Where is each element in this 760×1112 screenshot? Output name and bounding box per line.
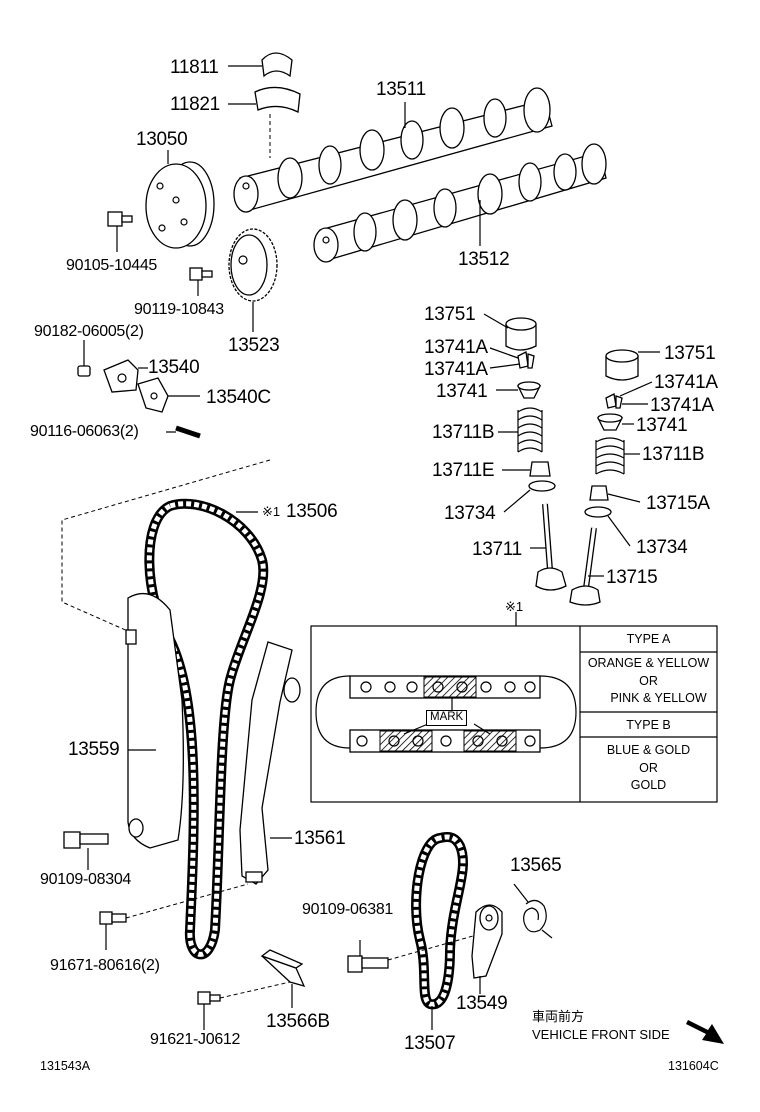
label-90116-06063: 90116-06063(2) [30, 423, 139, 440]
camshaft-no2-drawing [313, 143, 607, 263]
inset-type-a-colors-2: PINK & YELLOW [610, 691, 707, 705]
valve-retainer-left-drawing [516, 381, 542, 399]
label-90119-10843: 90119-10843 [134, 301, 224, 318]
camshaft-timing-gear-drawing [145, 161, 215, 249]
chain-slipper-13566b-drawing [260, 949, 306, 988]
label-13715: 13715 [606, 567, 658, 588]
label-90105-10445: 90105-10445 [66, 257, 158, 274]
label-13711: 13711 [472, 539, 522, 560]
label-13549: 13549 [456, 993, 508, 1014]
label-13741a-left-2: 13741A [424, 359, 488, 380]
inset-type-a: TYPE A [626, 632, 671, 646]
label-13741a-right-1: 13741A [654, 372, 718, 393]
valve-keeper-left-drawing [517, 351, 535, 369]
inset-mark-label: MARK [426, 710, 468, 726]
label-13506-ref-mark: ※1 [262, 504, 281, 519]
label-13512: 13512 [458, 249, 510, 270]
valve-keeper-right-drawing [605, 393, 623, 409]
valve-retainer-right-drawing [596, 413, 624, 431]
label-13050: 13050 [136, 129, 188, 150]
bolt-90109-06381-drawing [347, 955, 389, 973]
label-13711b-right: 13711B [642, 444, 705, 465]
inset-type-b: TYPE B [626, 718, 671, 732]
label-90182-06005: 90182-06005(2) [34, 323, 144, 340]
bolt-90109-08304-drawing [63, 831, 109, 849]
oil-pump-chain-drawing [411, 832, 468, 1010]
camshaft-sprocket-drawing [228, 228, 278, 302]
valve-seal-right-drawing [589, 485, 609, 501]
label-11811: 11811 [170, 57, 219, 78]
label-13741a-left-1: 13741A [424, 337, 488, 358]
valve-spring-left-drawing [517, 407, 543, 453]
diagram-ref-right: 131604C [668, 1059, 719, 1073]
label-13523: 13523 [228, 335, 280, 356]
vehicle-front-arrow-icon [686, 1020, 724, 1044]
label-13561: 13561 [294, 828, 346, 849]
label-13507: 13507 [404, 1033, 456, 1054]
camshaft-bearing-upper-drawing [261, 52, 293, 78]
label-13734-right: 13734 [636, 537, 688, 558]
chain-tensioner-drawing [103, 359, 139, 393]
valve-lifter-left-drawing [505, 317, 537, 351]
inset-type-b-colors-2: GOLD [630, 778, 667, 792]
tension-spring-drawing [513, 883, 553, 939]
camshaft-bearing-lower-drawing [254, 86, 301, 113]
chain-vibration-damper-drawing [239, 641, 301, 885]
bolt-91671-80616-drawing [99, 911, 127, 925]
label-91671-80616: 91671-80616(2) [50, 957, 160, 974]
valve-seat-left-drawing [528, 480, 556, 492]
bolt-90119-10843-drawing [189, 267, 213, 281]
label-13734-left: 13734 [444, 503, 496, 524]
exhaust-valve-drawing [569, 527, 601, 606]
chain-mark-inset [310, 612, 718, 803]
valve-seat-right-drawing [584, 506, 612, 518]
inset-type-b-or: OR [639, 761, 658, 775]
vehicle-front-side-jp: 車両前方 [532, 1009, 585, 1024]
label-13566b: 13566B [266, 1011, 330, 1032]
label-13506: 13506 [286, 501, 338, 522]
valve-stem-seal-drawing [529, 461, 551, 477]
label-90109-08304: 90109-08304 [40, 871, 132, 888]
bolt-91621-j0612-drawing [197, 991, 221, 1005]
label-13711e: 13711E [432, 460, 495, 481]
stud-90116-06063-drawing [175, 425, 201, 439]
label-91621-j0612: 91621-J0612 [150, 1031, 241, 1048]
label-13741-left: 13741 [436, 381, 488, 402]
label-13751-left: 13751 [424, 304, 476, 325]
valve-lifter-right-drawing [605, 349, 639, 381]
label-13559: 13559 [68, 739, 120, 760]
chain-slipper-guide-drawing [125, 592, 184, 849]
chain-tensioner-arm-drawing [471, 904, 503, 979]
inset-ref-mark: ※1 [505, 599, 524, 614]
label-13511: 13511 [376, 79, 426, 100]
label-90109-06381: 90109-06381 [302, 901, 394, 918]
vehicle-front-side-label: VEHICLE FRONT SIDE [532, 1027, 670, 1042]
label-11821: 11821 [170, 94, 220, 115]
valve-spring-right-drawing [595, 437, 625, 475]
label-13540c: 13540C [206, 387, 271, 408]
label-13715a: 13715A [646, 493, 710, 514]
bolt-90105-10445-drawing [107, 211, 133, 227]
intake-valve-drawing [535, 503, 567, 591]
inset-type-a-or: OR [639, 674, 658, 688]
tensioner-gasket-drawing [137, 377, 169, 413]
label-13711b-left: 13711B [432, 422, 495, 443]
label-13741-right: 13741 [636, 415, 688, 436]
tensioner-nut-drawing [77, 365, 91, 377]
label-13565: 13565 [510, 855, 562, 876]
inset-type-a-colors-1: ORANGE & YELLOW [587, 656, 710, 670]
diagram-ref-left: 131543A [40, 1059, 91, 1073]
label-13751-right: 13751 [664, 343, 716, 364]
label-13540: 13540 [148, 357, 200, 378]
camshaft-no1-drawing [233, 87, 553, 213]
label-13741a-right-2: 13741A [650, 395, 714, 416]
inset-type-b-colors-1: BLUE & GOLD [606, 743, 691, 757]
